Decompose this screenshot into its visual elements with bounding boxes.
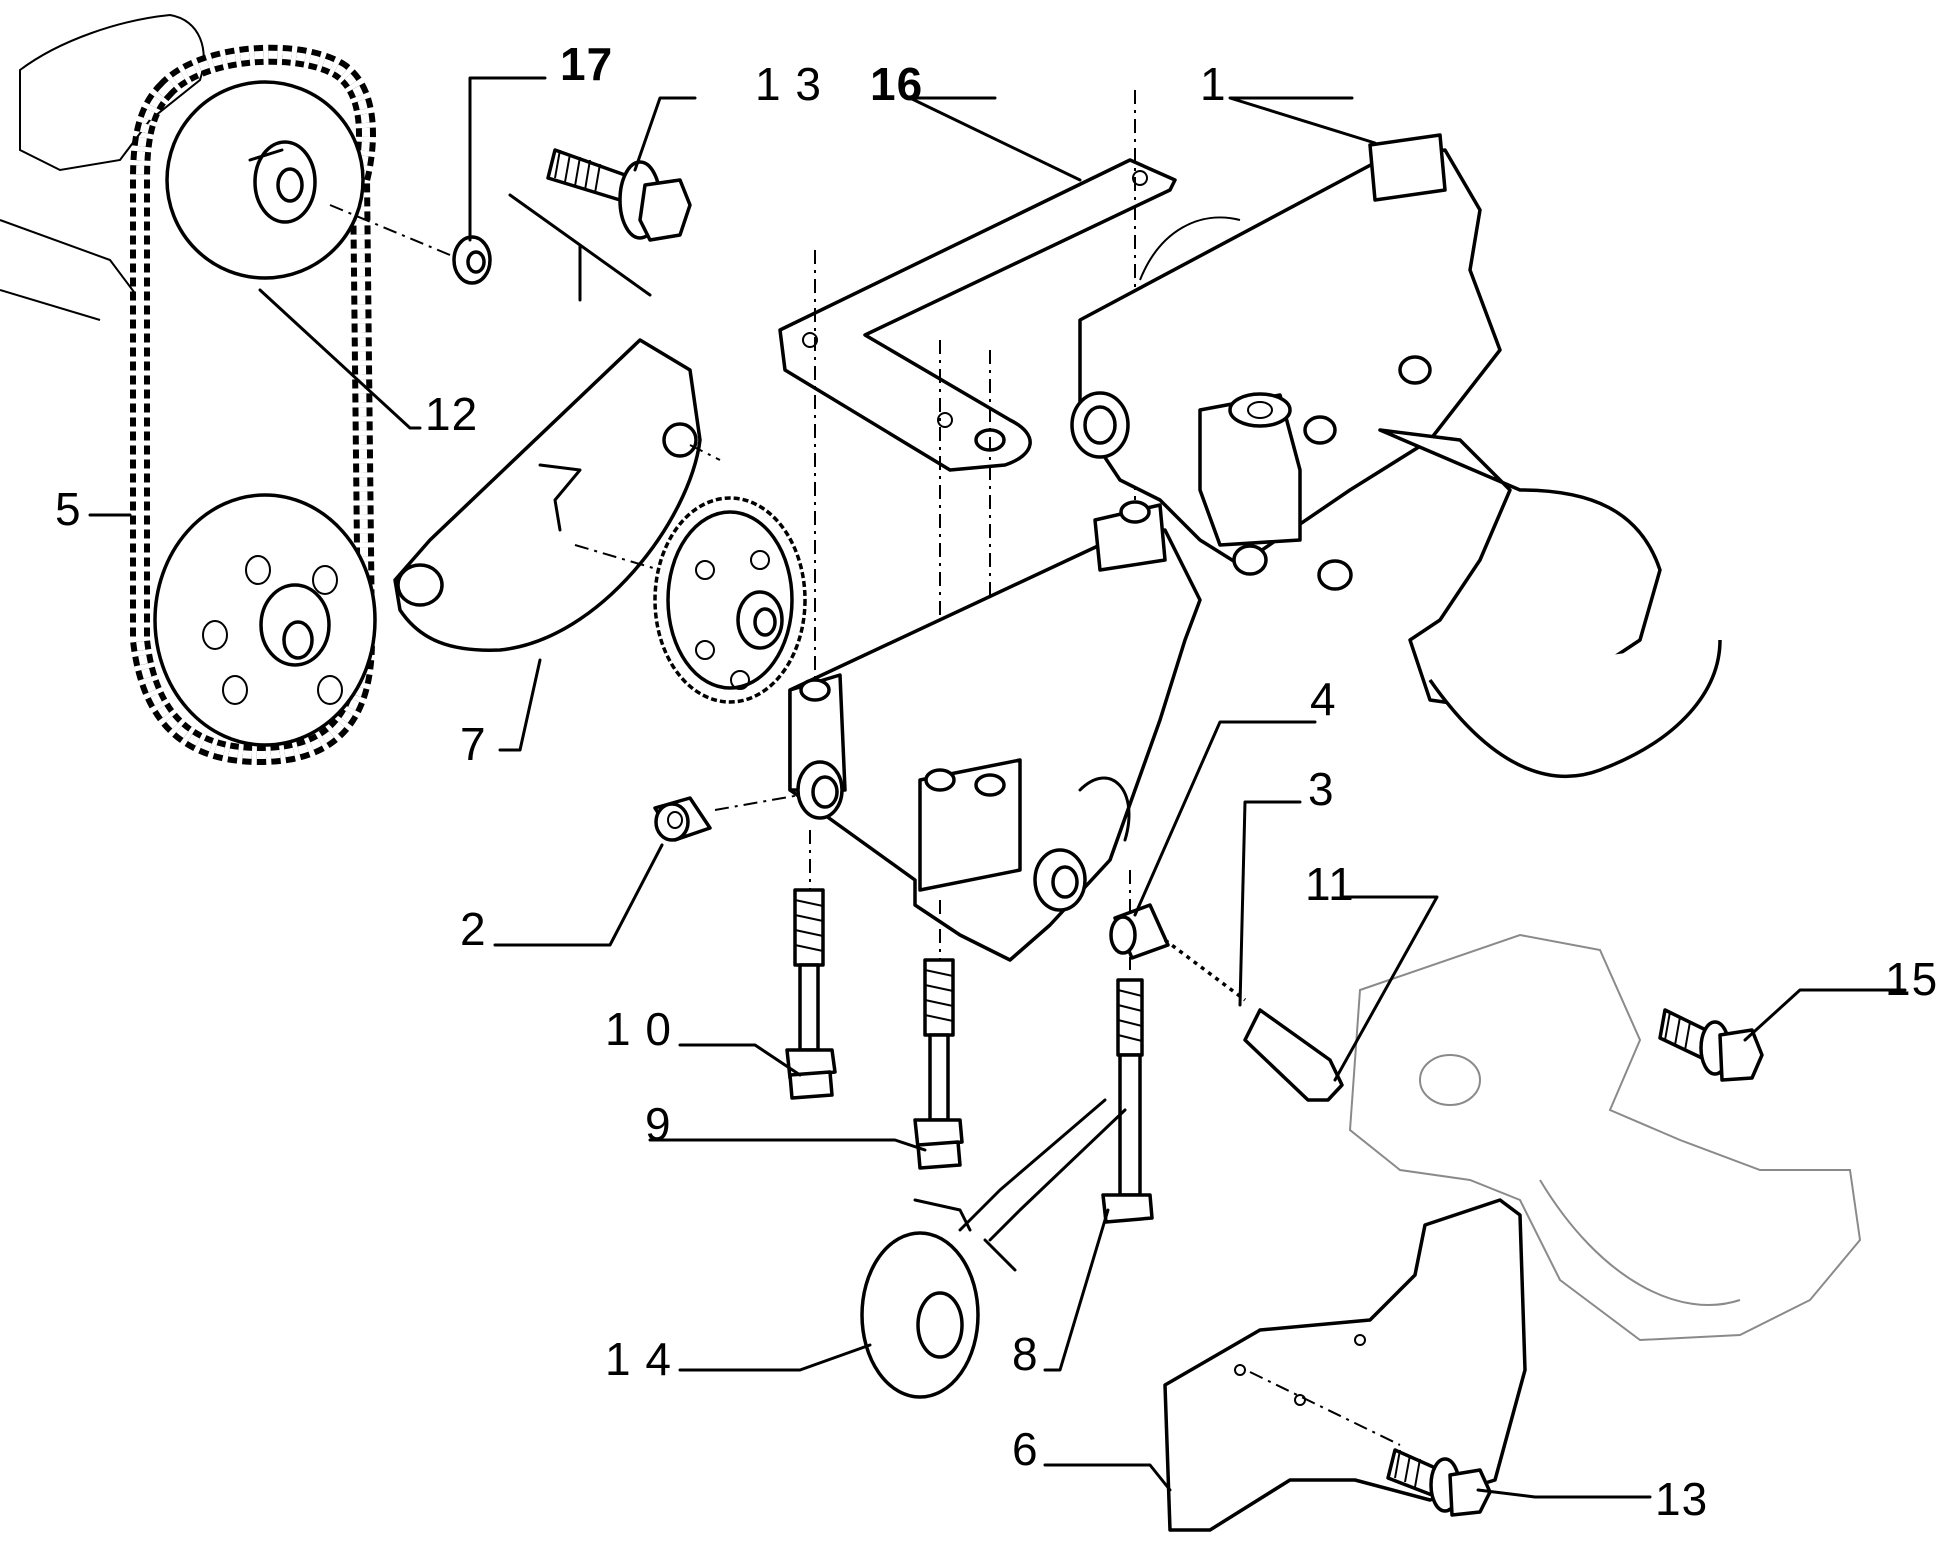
pump-drive-gear (574, 496, 807, 704)
callout-15: 15 (1885, 953, 1938, 1005)
callout-4: 4 (1310, 673, 1337, 725)
callout-7: 7 (460, 718, 487, 770)
callout-11: 11 (1305, 858, 1355, 910)
callout-12: 12 (425, 388, 478, 440)
callout-14: 1 4 (605, 1333, 672, 1385)
callout-13-bottom: 13 (1655, 1473, 1708, 1525)
ghost-assembly (1348, 933, 1862, 1342)
relief-valve (1109, 903, 1344, 1102)
callout-16: 16 (870, 58, 923, 110)
bolt-8 (1101, 870, 1154, 1224)
callout-2: 2 (460, 903, 487, 955)
leader-lines (88, 76, 1907, 1499)
bolt-9 (913, 900, 964, 1170)
callout-9: 9 (645, 1098, 672, 1150)
assembled-pump (1070, 133, 1722, 779)
cover-7 (393, 193, 721, 652)
callout-1: 1 (1200, 58, 1227, 110)
washer-17 (329, 204, 492, 285)
bracket-6 (1163, 1198, 1527, 1532)
callout-17: 17 (560, 38, 613, 90)
callout-13-top: 1 3 (755, 58, 822, 110)
timing-chain (0, 13, 376, 766)
callout-10: 1 0 (605, 1003, 672, 1055)
callout-5: 5 (55, 483, 82, 535)
bolt-10 (785, 830, 837, 1100)
callout-6: 6 (1012, 1423, 1039, 1475)
plug-2 (653, 794, 801, 842)
oil-pump-body (788, 500, 1202, 962)
callout-labels: 1 2 3 4 5 6 7 8 9 1 0 11 12 1 3 13 1 4 1… (55, 38, 1938, 1525)
bolt-15 (1658, 1008, 1764, 1082)
crankshaft-sprocket (153, 493, 377, 747)
bolt-13-top (546, 148, 692, 242)
camshaft-sprocket (165, 80, 365, 280)
bolt-13-bottom (1386, 1448, 1492, 1517)
seal-14 (860, 1098, 1127, 1399)
callout-3: 3 (1308, 763, 1335, 815)
callout-8: 8 (1012, 1328, 1039, 1380)
